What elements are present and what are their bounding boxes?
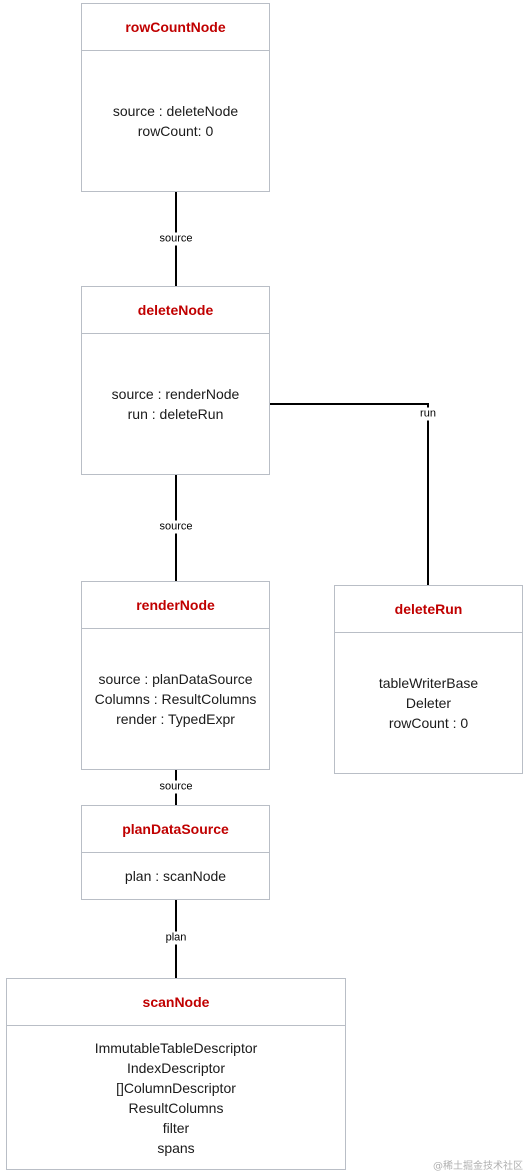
node-scannode: scanNode ImmutableTableDescriptor IndexD…: [6, 978, 346, 1170]
node-title: renderNode: [82, 582, 269, 629]
node-rendernode: renderNode source : planDataSource Colum…: [81, 581, 270, 770]
edge-label: source: [157, 780, 195, 794]
node-field: rowCount : 0: [388, 715, 469, 731]
node-deletenode: deleteNode source : renderNode run : del…: [81, 286, 270, 475]
node-body: source : planDataSource Columns : Result…: [82, 629, 269, 769]
node-field: filter: [162, 1119, 190, 1136]
node-field: rowCount: 0: [137, 123, 214, 139]
edge-label: source: [157, 232, 195, 246]
node-body: tableWriterBase Deleter rowCount : 0: [335, 633, 522, 773]
node-title: deleteNode: [82, 287, 269, 334]
edge-label: run: [418, 407, 438, 421]
node-title: rowCountNode: [82, 4, 269, 51]
node-title: planDataSource: [82, 806, 269, 853]
node-field: tableWriterBase: [378, 675, 479, 691]
node-field: []ColumnDescriptor: [116, 1079, 236, 1096]
node-deleterun: deleteRun tableWriterBase Deleter rowCou…: [334, 585, 523, 774]
node-field: plan : scanNode: [124, 868, 227, 884]
edge-label: plan: [163, 931, 189, 945]
node-field: ImmutableTableDescriptor: [94, 1039, 258, 1056]
node-field: IndexDescriptor: [126, 1059, 226, 1076]
node-field: source : deleteNode: [112, 103, 239, 119]
node-field: run : deleteRun: [127, 406, 224, 422]
node-title: scanNode: [7, 979, 345, 1026]
node-plandatasource: planDataSource plan : scanNode: [81, 805, 270, 900]
node-rowcountnode: rowCountNode source : deleteNode rowCoun…: [81, 3, 270, 192]
node-field: source : renderNode: [111, 386, 240, 402]
node-body: plan : scanNode: [82, 853, 269, 899]
edge-label: source: [157, 520, 195, 534]
node-body: ImmutableTableDescriptor IndexDescriptor…: [7, 1026, 345, 1169]
edge-delete-deleterun-horizontal: [270, 403, 429, 405]
node-field: spans: [157, 1139, 195, 1156]
node-field: render : TypedExpr: [116, 711, 235, 727]
watermark: @稀土掘金技术社区: [433, 1161, 523, 1172]
node-field: source : planDataSource: [98, 671, 253, 687]
node-title: deleteRun: [335, 586, 522, 633]
node-body: source : renderNode run : deleteRun: [82, 334, 269, 474]
edge-delete-deleterun-vertical: [427, 403, 429, 585]
node-field: Columns : ResultColumns: [94, 691, 257, 707]
node-field: Deleter: [405, 695, 452, 711]
node-body: source : deleteNode rowCount: 0: [82, 51, 269, 191]
node-field: ResultColumns: [128, 1099, 224, 1116]
